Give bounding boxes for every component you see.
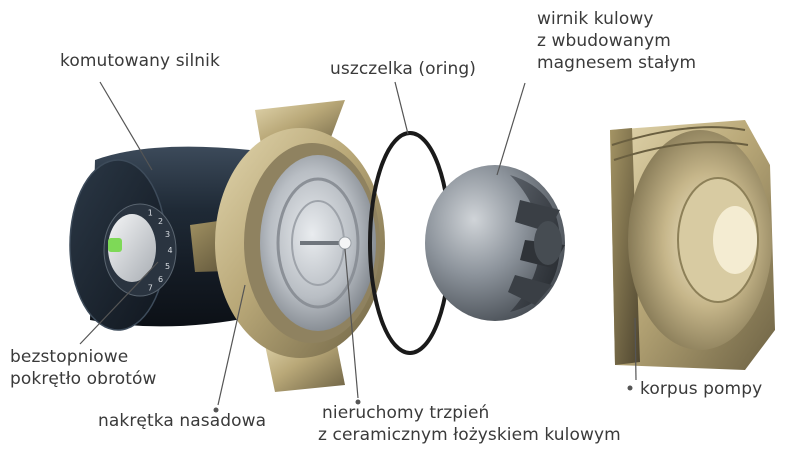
- knob-scale-mark: 7: [148, 284, 153, 293]
- label-housing-text: korpus pompy: [640, 379, 763, 399]
- leader-motor: [99, 81, 153, 171]
- knob-scale-mark: 2: [158, 217, 163, 226]
- label-pin-line-2: z ceramicznym łożyskiem kulowym: [318, 425, 621, 445]
- label-rotor-line-2: z wbudowanym: [537, 31, 671, 51]
- knob-scale-mark: 3: [165, 230, 170, 239]
- pump-housing: [610, 120, 775, 370]
- leader-pin: [344, 248, 359, 399]
- label-seal: uszczelka (oring): [330, 58, 476, 80]
- leader-dot-nut: [213, 407, 219, 413]
- label-rotor-line-3: magnesem stałym: [537, 53, 697, 73]
- leader-dot-pin: [355, 399, 361, 405]
- label-knob: bezstopniowe pokrętło obrotów: [10, 346, 157, 390]
- knob-scale-mark: 5: [165, 262, 170, 271]
- leader-rotor: [496, 82, 526, 176]
- label-pin: nieruchomy trzpień z ceramicznym łożyski…: [318, 402, 621, 446]
- label-seal-text: uszczelka (oring): [330, 59, 477, 79]
- label-pin-line-1: nieruchomy trzpień: [322, 403, 490, 423]
- label-motor-text: komutowany silnik: [60, 51, 220, 71]
- leader-housing: [634, 317, 637, 381]
- leader-seal: [394, 81, 409, 135]
- leader-knob: [79, 261, 159, 345]
- spherical-rotor: [425, 165, 565, 321]
- label-knob-line-1: bezstopniowe: [10, 347, 129, 367]
- label-motor: komutowany silnik: [60, 50, 220, 72]
- knob-scale-mark: 1: [148, 208, 153, 217]
- fixed-pin: [300, 236, 352, 250]
- knob-scale: 123 4 567: [148, 208, 173, 292]
- knob-scale-mark: 6: [158, 275, 163, 284]
- label-rotor: wirnik kulowy z wbudowanym magnesem stał…: [537, 8, 696, 74]
- label-nut: nakrętka nasadowa: [98, 410, 266, 432]
- leader-dot-housing: [627, 385, 633, 391]
- union-nut: [190, 100, 385, 392]
- label-knob-line-2: pokrętło obrotów: [10, 369, 157, 389]
- label-nut-text: nakrętka nasadowa: [98, 411, 267, 431]
- leader-nut: [217, 284, 246, 406]
- label-housing: korpus pompy: [640, 378, 762, 400]
- leader-lines: [79, 81, 637, 406]
- label-rotor-line-1: wirnik kulowy: [537, 9, 654, 29]
- knob-scale-mark: 4: [167, 246, 172, 255]
- speed-knob: 123 4 567: [103, 203, 177, 297]
